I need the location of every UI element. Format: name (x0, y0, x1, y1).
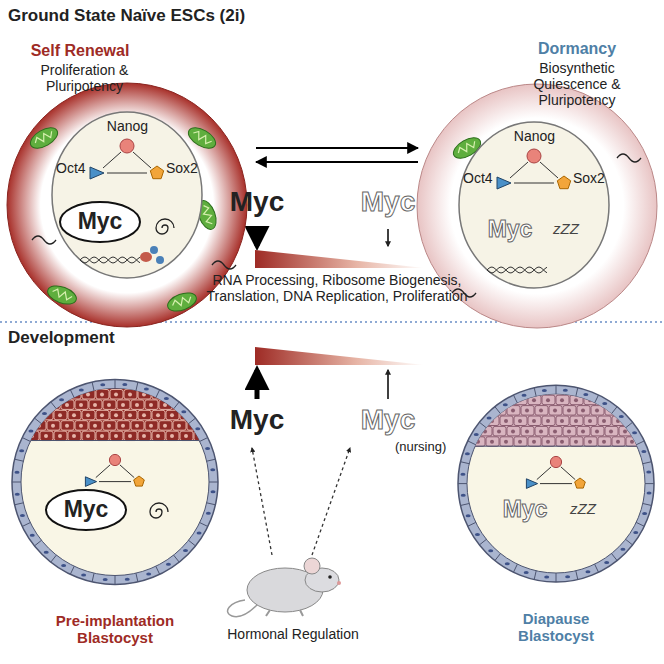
label-text: Myc (352, 186, 424, 218)
node-text: zZZ (570, 500, 610, 517)
node-text: zZZ (553, 220, 593, 237)
node-text: Sox2 (573, 170, 609, 186)
gradient-wedge (255, 250, 425, 268)
node-text: Myc (44, 496, 128, 522)
node-box: MyczZZ Diapause Blastocyst (452, 378, 660, 658)
node-text: Sox2 (166, 160, 202, 176)
node-text: Oct4 (463, 170, 497, 186)
connector-arrow (256, 161, 418, 163)
node-box: Myc (44, 488, 128, 532)
node-text: Myc (475, 216, 545, 242)
dashed-arrow (252, 448, 272, 555)
node-text: Myc (490, 496, 560, 522)
node-shape (457, 120, 612, 290)
title-text: Ground State Naïve ESCs (2i) (8, 6, 245, 26)
up-arrow (255, 370, 260, 399)
node-box: NanogOct4 Sox2MyczZZ (457, 120, 612, 290)
label-text: Myc (222, 404, 292, 436)
label-text: Development (8, 328, 148, 348)
label-text: Hormonal Regulation (208, 626, 378, 642)
label-text: (nursing) (395, 440, 465, 455)
node-box: Pre-implantation Blastocyst Myc (6, 372, 224, 662)
heading-text: Self Renewal (10, 42, 150, 60)
node-text: Oct4 (56, 160, 90, 176)
node-text: Nanog (507, 128, 562, 144)
label-text: RNA Processing, Ribosome Biogenesis, Tra… (192, 272, 482, 304)
node-text: Biosynthetic Quiescence & Pluripotency (502, 60, 652, 108)
heading-text: Diapause Blastocyst (486, 610, 626, 645)
node-text: Proliferation & Pluripotency (32, 62, 137, 94)
mouse (228, 558, 341, 617)
node-shape (50, 110, 205, 280)
node-text: Nanog (100, 118, 155, 134)
dashed-arrow (312, 448, 350, 555)
label-text: Myc (352, 404, 424, 436)
down-arrow (387, 229, 389, 246)
heading-text: Pre-implantation Blastocyst (38, 612, 192, 647)
label-text: Myc (222, 186, 292, 218)
gradient-wedge (255, 347, 425, 365)
node-box: Myc (58, 200, 142, 244)
up-arrow (387, 370, 389, 399)
node-box: NanogOct4 Sox2Myc (50, 110, 205, 280)
down-arrow (255, 229, 260, 246)
connector-arrow (256, 147, 418, 149)
heading-text: Dormancy (512, 40, 642, 58)
node-text: Myc (58, 208, 142, 234)
